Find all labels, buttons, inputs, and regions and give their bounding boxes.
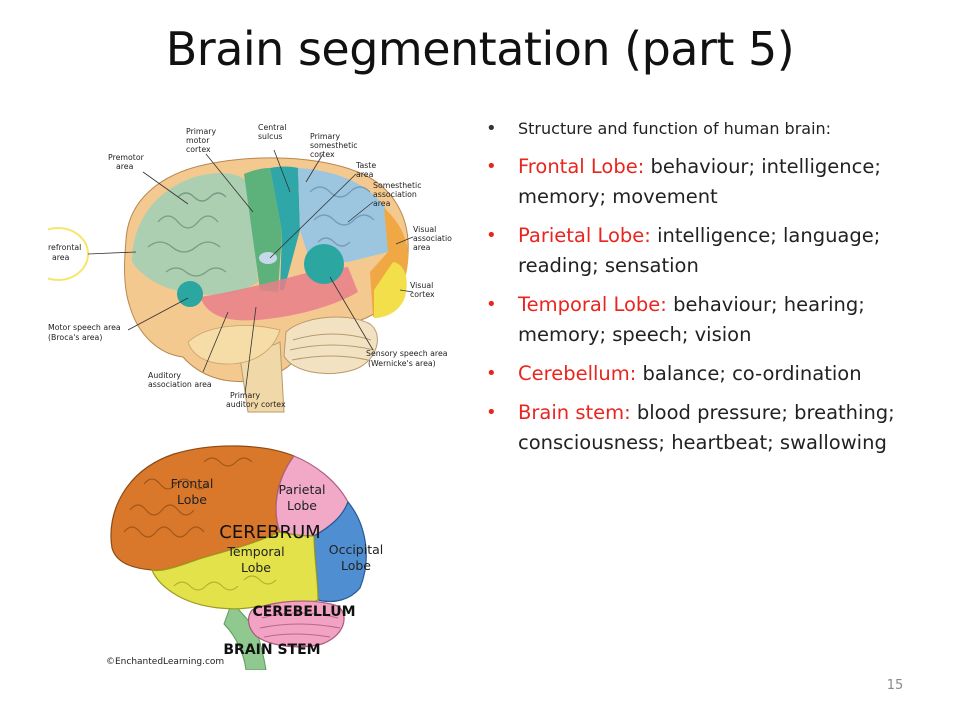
label-cerebrum: CEREBRUM <box>219 522 320 543</box>
bullet-cerebellum: Cerebellum: balance; co-ordination <box>486 359 936 389</box>
lobe-name: Frontal Lobe: <box>518 155 645 178</box>
bullet-brain-stem: Brain stem: blood pressure; breathing; c… <box>486 398 936 458</box>
lobe-functions: balance; co-ordination <box>636 362 862 385</box>
label-motor-speech: Motor speech area(Broca's area) <box>48 323 121 342</box>
image-credit: ©EnchantedLearning.com <box>106 657 224 667</box>
lobe-name: Temporal Lobe: <box>518 293 667 316</box>
bullet-intro: Structure and function of human brain: <box>486 116 936 142</box>
bullet-list: Structure and function of human brain: F… <box>486 116 936 467</box>
bullet-parietal-lobe: Parietal Lobe: intelligence; language; r… <box>486 221 936 281</box>
label-brain-stem: BRAIN STEM <box>223 642 320 658</box>
lobe-name: Cerebellum: <box>518 362 637 385</box>
bullet-frontal-lobe: Frontal Lobe: behaviour; intelligence; m… <box>486 152 936 212</box>
lobe-name: Parietal Lobe: <box>518 224 651 247</box>
lobe-functions: behaviour; hearing; memory; speech; visi… <box>518 293 865 346</box>
label-cerebellum: CEREBELLUM <box>252 604 355 620</box>
slide-title: Brain segmentation (part 5) <box>165 22 795 76</box>
page-number: 15 <box>886 678 904 693</box>
lobe-functions: behaviour; intelligence; memory; movemen… <box>518 155 881 208</box>
lobe-functions: blood pressure; breathing; consciousness… <box>518 401 895 454</box>
label-sensory-speech: Sensory speech area(Wernicke's area) <box>366 349 448 368</box>
lobe-functions: intelligence; language; reading; sensati… <box>518 224 881 277</box>
lobe-name: Brain stem: <box>518 401 631 424</box>
bullet-temporal-lobe: Temporal Lobe: behaviour; hearing; memor… <box>486 290 936 350</box>
